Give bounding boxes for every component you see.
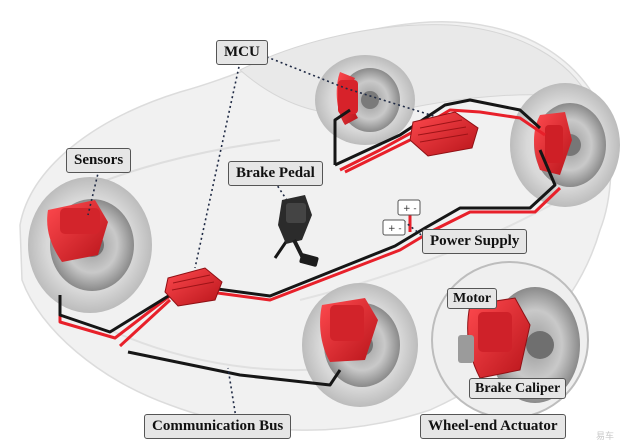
mcu-label: MCU: [216, 40, 268, 65]
brake-pedal-assembly: [278, 195, 319, 267]
brake-caliper-label: Brake Caliper: [469, 378, 567, 399]
battery-icons: + - + -: [382, 199, 421, 236]
rear-right-wheel: [510, 83, 620, 207]
communication-bus-label: Communication Bus: [144, 414, 292, 439]
motor-label: Motor: [447, 288, 498, 309]
front-left-wheel: [28, 177, 152, 313]
front-right-wheel: [302, 283, 418, 407]
wheel-end-actuator-label: Wheel-end Actuator: [420, 414, 566, 439]
svg-text:+ -: + -: [403, 204, 417, 214]
rear-left-wheel: [315, 55, 415, 145]
brake-pedal-label: Brake Pedal: [228, 161, 323, 186]
watermark: 易车: [595, 432, 614, 442]
svg-text:+ -: + -: [388, 224, 402, 234]
power-supply-label: Power Supply: [422, 229, 528, 254]
sensors-label: Sensors: [66, 148, 132, 173]
mcu-unit-front: [164, 267, 223, 307]
mcu-unit-rear: [409, 111, 479, 157]
power-wiring: [58, 108, 562, 348]
